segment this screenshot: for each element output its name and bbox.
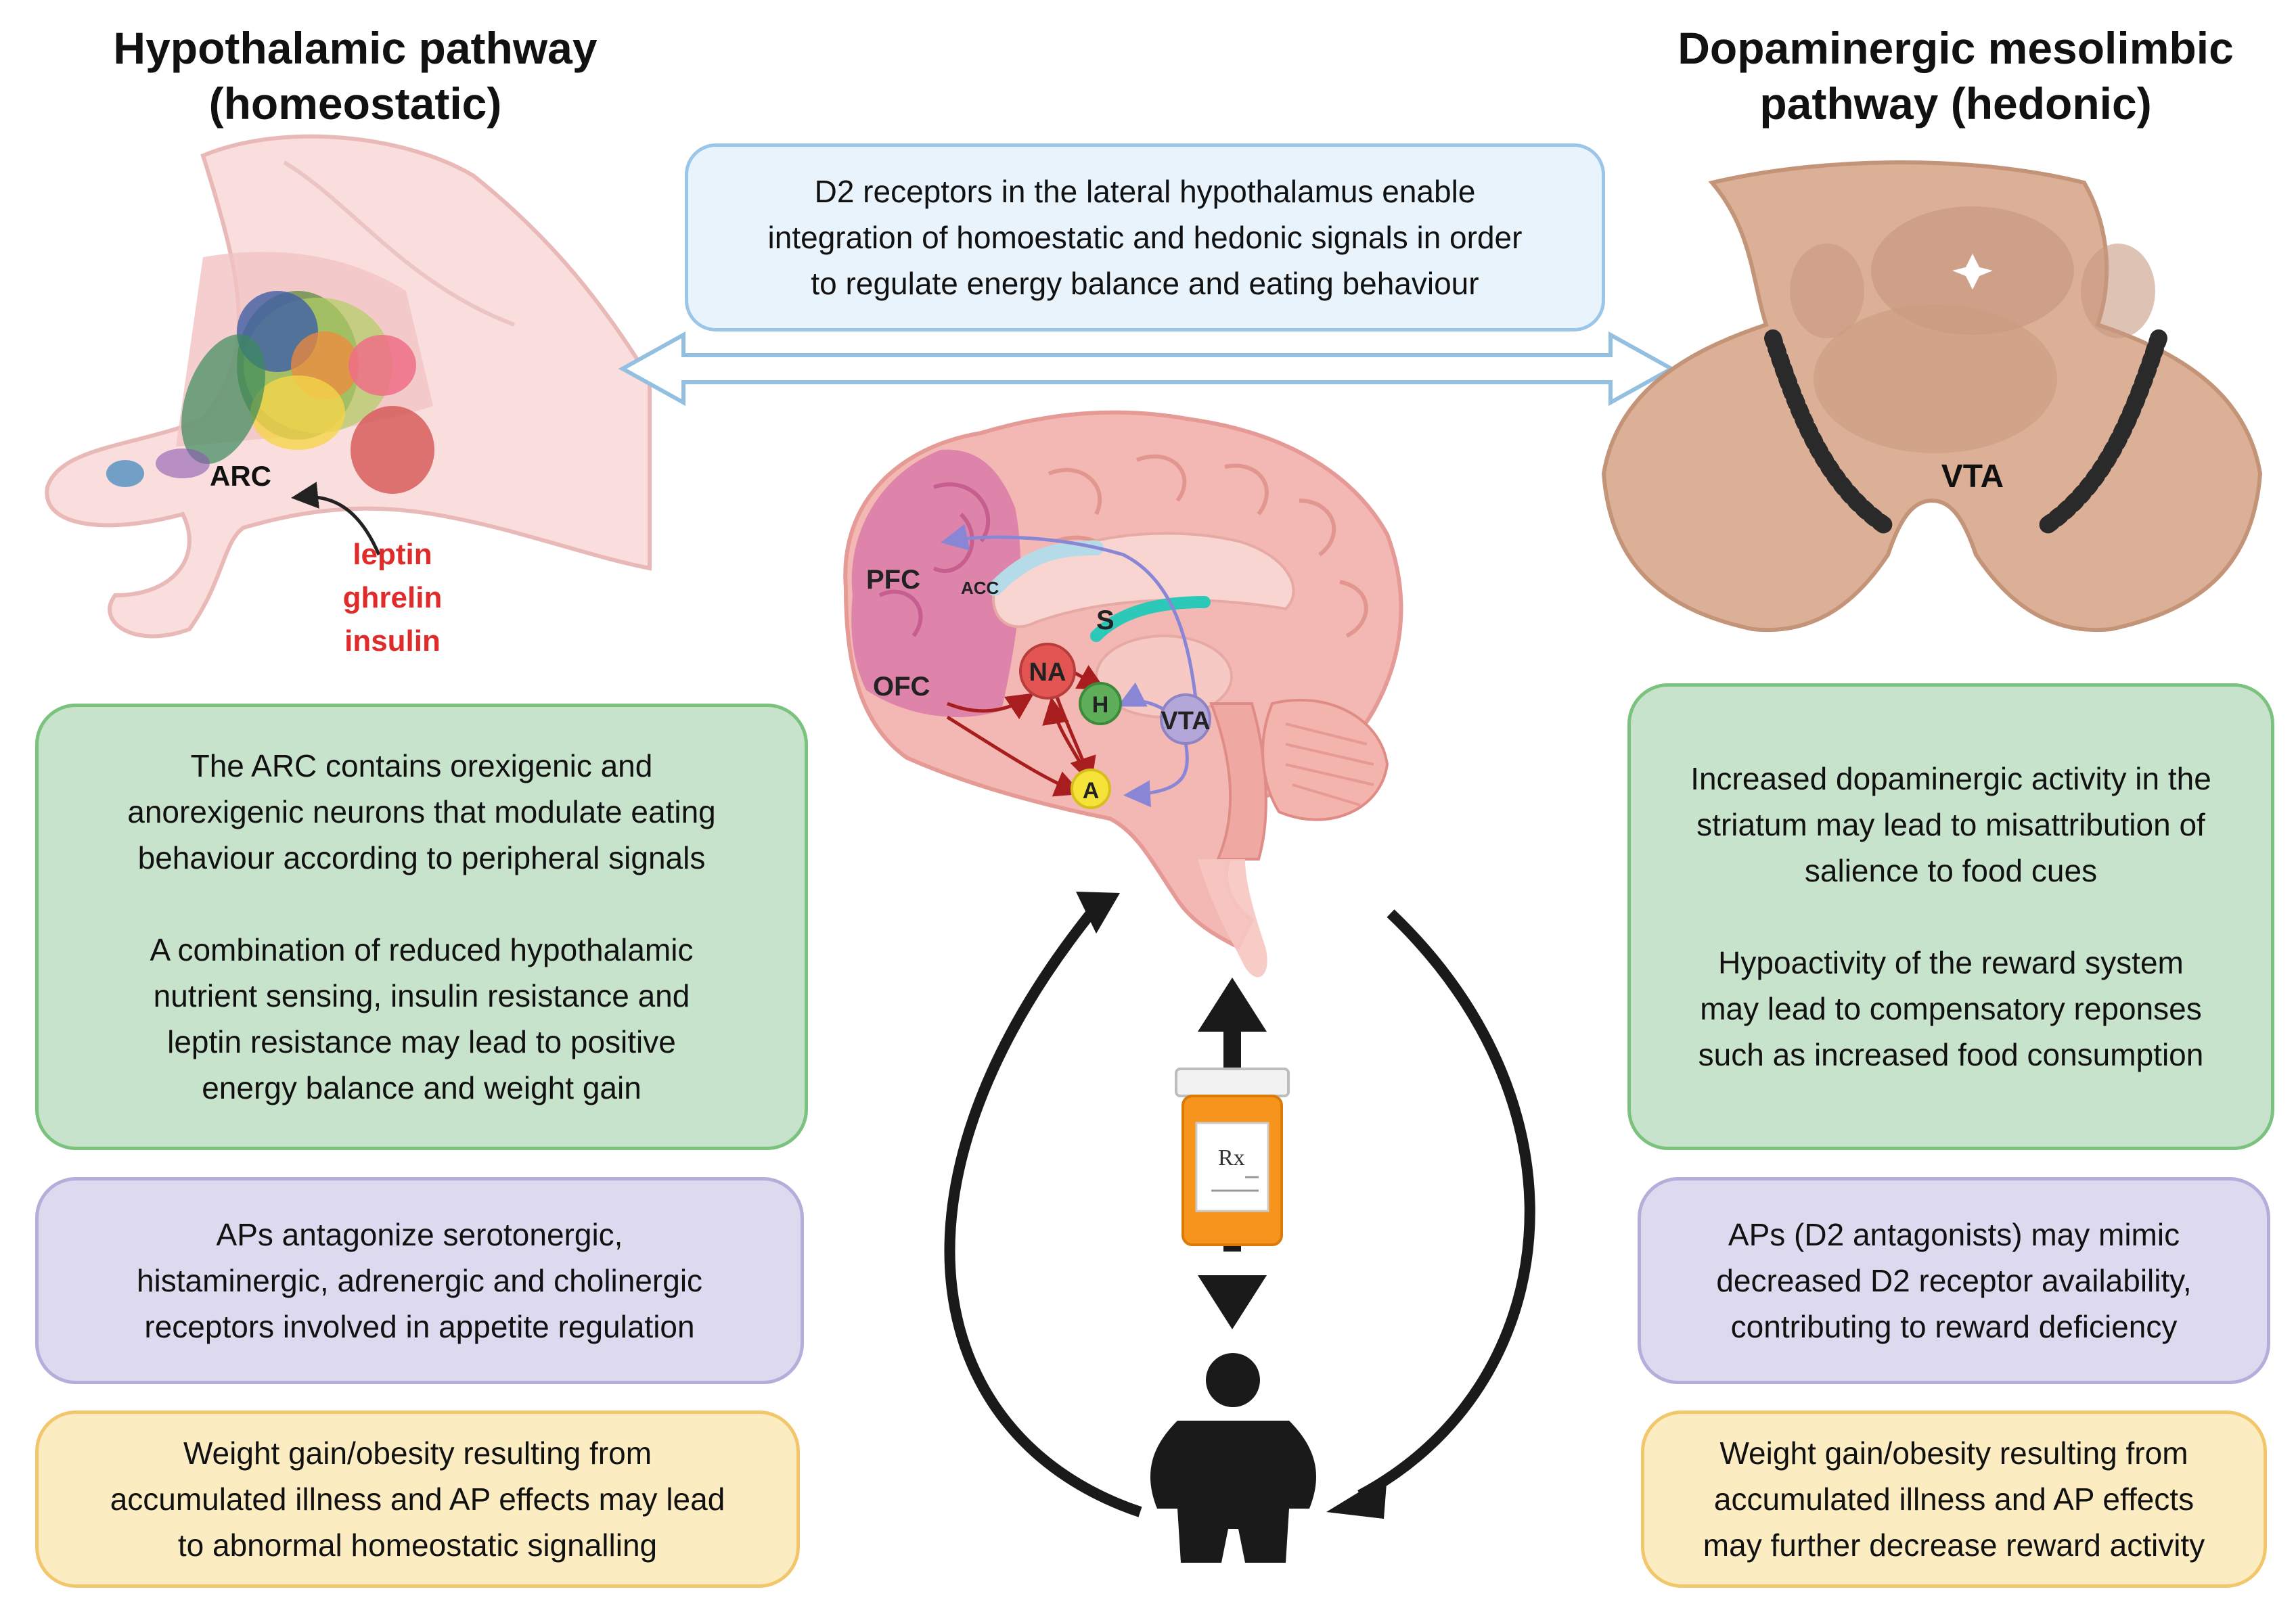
right-yellow-l2: accumulated illness and AP effects — [1713, 1482, 2194, 1517]
left-green-p2-l3: leptin resistance may lead to positive — [167, 1024, 676, 1059]
brain-label-pfc: PFC — [866, 565, 920, 595]
right-green-p1-l2: striatum may lead to misattribution of — [1696, 807, 2205, 842]
brain-label-ofc: OFC — [873, 672, 930, 702]
person-icon — [1150, 1353, 1316, 1563]
node-h — [1079, 682, 1122, 725]
bidirectional-arrow — [618, 331, 1676, 407]
right-green-p1-l1: Increased dopaminergic activity in the — [1690, 761, 2211, 796]
midbrain-vta-label: VTA — [1941, 459, 2004, 495]
hypothalamic-nucleus-5 — [250, 375, 345, 450]
left-yellow-l1: Weight gain/obesity resulting from — [183, 1436, 652, 1471]
integration-box: D2 receptors in the lateral hypothalamus… — [685, 143, 1605, 331]
left-green-p1-l2: anorexigenic neurons that modulate eatin… — [127, 794, 716, 829]
left-title-line1: Hypothalamic pathway — [113, 23, 598, 73]
left-green-p2-l1: A combination of reduced hypothalamic — [150, 932, 694, 967]
right-purple-l1: APs (D2 antagonists) may mimic — [1728, 1217, 2180, 1252]
arc-label: ARC — [210, 460, 271, 492]
signal-leptin: leptin — [353, 538, 432, 571]
brain-label-vta: VTA — [1161, 707, 1210, 735]
right-title-line1: Dopaminergic mesolimbic — [1678, 23, 2234, 73]
brain-label-acc: ACC — [961, 578, 999, 598]
right-purple-box: APs (D2 antagonists) may mimic decreased… — [1638, 1177, 2270, 1384]
left-purple-l1: APs antagonize serotonergic, — [216, 1217, 623, 1252]
right-title-line2: pathway (hedonic) — [1759, 78, 2152, 129]
left-green-p1-l1: The ARC contains orexigenic and — [190, 748, 653, 783]
brain-label-h: H — [1092, 692, 1109, 718]
cycle-arrow-right — [1357, 909, 1535, 1500]
right-yellow-l1: Weight gain/obesity resulting from — [1719, 1436, 2188, 1471]
brain-label-s: S — [1096, 605, 1115, 635]
midbrain-illustration — [1601, 160, 2263, 633]
rx-label: Rx — [1218, 1145, 1245, 1170]
left-green-p2-l4: energy balance and weight gain — [202, 1070, 641, 1105]
right-green-p2-l1: Hypoactivity of the reward system — [1718, 945, 2184, 980]
cycle-arrow-left — [944, 902, 1142, 1517]
pill-bottle-icon — [1175, 1068, 1290, 1246]
brain-label-na: NA — [1029, 658, 1066, 687]
left-title-line2: (homeostatic) — [208, 78, 502, 129]
right-green-box: Increased dopaminergic activity in the s… — [1627, 683, 2274, 1150]
brain-illustration — [843, 410, 1403, 978]
left-yellow-box: Weight gain/obesity resulting from accum… — [35, 1411, 800, 1588]
left-purple-box: APs antagonize serotonergic, histaminerg… — [35, 1177, 804, 1384]
hypothalamic-nucleus-8 — [351, 406, 434, 494]
right-yellow-l3: may further decrease reward activity — [1703, 1528, 2205, 1563]
left-title: Hypothalamic pathway (homeostatic) — [41, 20, 670, 131]
right-purple-l3: contributing to reward deficiency — [1730, 1309, 2178, 1344]
integration-line-1: D2 receptors in the lateral hypothalamus… — [814, 174, 1476, 209]
left-yellow-l3: to abnormal homeostatic signalling — [177, 1528, 658, 1563]
right-yellow-box: Weight gain/obesity resulting from accum… — [1641, 1411, 2267, 1588]
signal-ghrelin: ghrelin — [343, 581, 443, 614]
left-green-box: The ARC contains orexigenic and anorexig… — [35, 704, 808, 1150]
signal-insulin: insulin — [344, 624, 441, 658]
hypothalamic-nucleus-9 — [106, 460, 144, 487]
node-na — [1019, 643, 1076, 700]
left-yellow-l2: accumulated illness and AP effects may l… — [110, 1482, 725, 1517]
right-purple-l2: decreased D2 receptor availability, — [1716, 1263, 2192, 1298]
integration-line-3: to regulate energy balance and eating be… — [811, 266, 1479, 301]
left-green-p1-l3: behaviour according to peripheral signal… — [137, 840, 706, 875]
right-green-p1-l3: salience to food cues — [1804, 853, 2098, 888]
right-green-p2-l2: may lead to compensatory reponses — [1700, 991, 2202, 1026]
hypothalamic-nucleus-10 — [156, 449, 210, 478]
left-purple-l3: receptors involved in appetite regulatio… — [144, 1309, 695, 1344]
left-green-p2-l2: nutrient sensing, insulin resistance and — [153, 978, 690, 1013]
left-purple-l2: histaminergic, adrenergic and cholinergi… — [136, 1263, 703, 1298]
brain-label-a: A — [1083, 778, 1100, 804]
right-title: Dopaminergic mesolimbic pathway (hedonic… — [1638, 20, 2274, 131]
integration-line-2: integration of homoestatic and hedonic s… — [767, 220, 1523, 255]
hypothalamic-nucleus-6 — [181, 334, 265, 464]
hypothalamus-illustration — [45, 134, 652, 639]
right-green-p2-l3: such as increased food consumption — [1698, 1037, 2204, 1072]
hypothalamic-nucleus-7 — [348, 335, 416, 396]
node-a — [1071, 769, 1111, 809]
node-vta — [1160, 693, 1211, 745]
